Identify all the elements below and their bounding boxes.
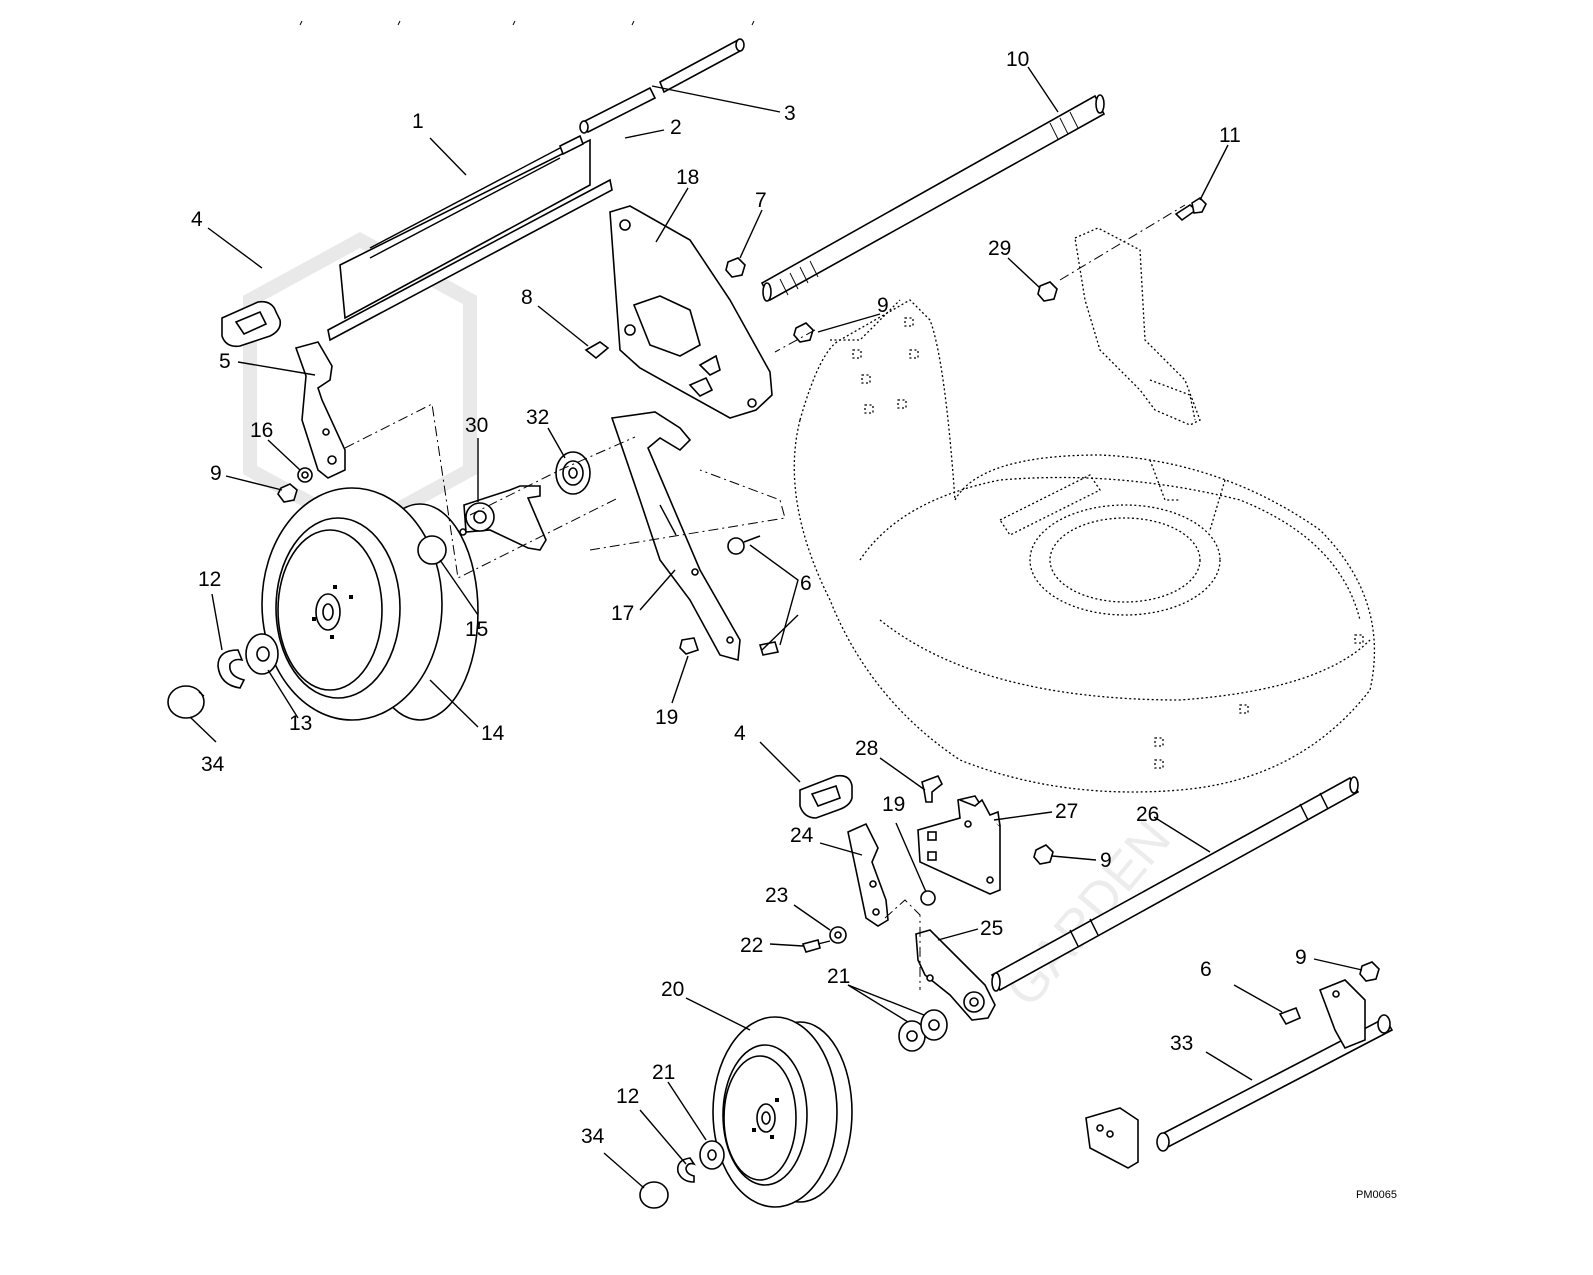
top-ticks	[299, 20, 755, 26]
small-nuts-left	[277, 467, 313, 503]
callout-32: 32	[526, 406, 549, 429]
callout-25: 25	[980, 917, 1003, 940]
part-5-lever	[294, 341, 346, 479]
callout-21-b: 21	[652, 1061, 675, 1084]
callout-10: 10	[1006, 48, 1029, 71]
callout-26: 26	[1136, 803, 1159, 826]
leader-lines	[189, 66, 1363, 1189]
left-wheel-fasteners	[167, 633, 279, 719]
callout-17: 17	[611, 602, 634, 625]
part-25-bracket	[915, 929, 996, 1021]
callout-27: 27	[1055, 800, 1078, 823]
callout-15: 15	[465, 618, 488, 641]
callout-9-c: 9	[1100, 849, 1112, 872]
part-24-lever	[847, 822, 889, 927]
part-2-3-rods	[579, 38, 745, 134]
callout-2: 2	[670, 116, 682, 139]
watermark-text: GARDEN	[995, 810, 1182, 1018]
part-1-axle-bracket	[327, 134, 613, 342]
part-15-bushing	[417, 535, 447, 565]
callout-23: 23	[765, 884, 788, 907]
callout-8: 8	[521, 286, 533, 309]
callout-9-b: 9	[877, 294, 889, 317]
part-27-height-plate	[917, 774, 1054, 906]
part-32-bearing	[555, 451, 591, 495]
callout-12: 12	[198, 568, 221, 591]
callout-29: 29	[988, 237, 1011, 260]
part-30-bearing-bracket	[459, 485, 547, 551]
callout-5: 5	[219, 350, 231, 373]
callout-9: 9	[210, 462, 222, 485]
part-33-axle-bracket	[1085, 961, 1394, 1169]
callout-3: 3	[784, 102, 796, 125]
parts-22-23-fasteners	[801, 926, 847, 953]
callout-34-b: 34	[581, 1125, 605, 1148]
callout-34: 34	[201, 753, 225, 776]
callout-11: 11	[1219, 124, 1241, 147]
callout-labels: 1 2 3 4 5 16 9 12 13 14 34 15 30 32 18 7…	[191, 48, 1307, 1148]
callout-19: 19	[655, 706, 678, 729]
callout-19-b: 19	[882, 793, 905, 816]
callout-13: 13	[289, 712, 312, 735]
part-4-pad-lower	[799, 774, 853, 819]
centerlines	[344, 204, 1186, 990]
part-18-plate	[609, 205, 773, 419]
callout-7: 7	[755, 189, 767, 212]
mower-deck	[793, 299, 1376, 793]
part-10-shaft	[760, 94, 1106, 302]
callout-12-b: 12	[616, 1085, 639, 1108]
callout-16: 16	[250, 419, 273, 442]
callout-30: 30	[465, 414, 488, 437]
callout-21: 21	[827, 965, 850, 988]
callout-1: 1	[412, 110, 424, 133]
rear-bracket-dotted	[1037, 196, 1207, 426]
part-26-rear-axle	[990, 776, 1360, 992]
part-4-pad	[221, 300, 282, 348]
callout-18: 18	[676, 166, 699, 189]
fasteners-near-18	[584, 257, 814, 656]
part-20-right-wheel	[712, 1016, 853, 1208]
callout-33: 33	[1170, 1032, 1193, 1055]
drawing-code: PM0065	[1356, 1189, 1397, 1201]
callout-6: 6	[800, 572, 812, 595]
callout-4: 4	[191, 208, 203, 231]
callout-24: 24	[790, 824, 814, 847]
callout-14: 14	[481, 722, 505, 745]
callout-4-b: 4	[734, 722, 746, 745]
callout-20: 20	[661, 978, 684, 1001]
callout-6-b: 6	[1200, 958, 1212, 981]
callout-28: 28	[855, 737, 878, 760]
part-14-left-wheel	[261, 487, 479, 721]
callout-22: 22	[740, 934, 763, 957]
right-wheel-fasteners	[639, 1140, 725, 1209]
part-21-washers	[898, 1009, 948, 1052]
callout-9-d: 9	[1295, 946, 1307, 969]
